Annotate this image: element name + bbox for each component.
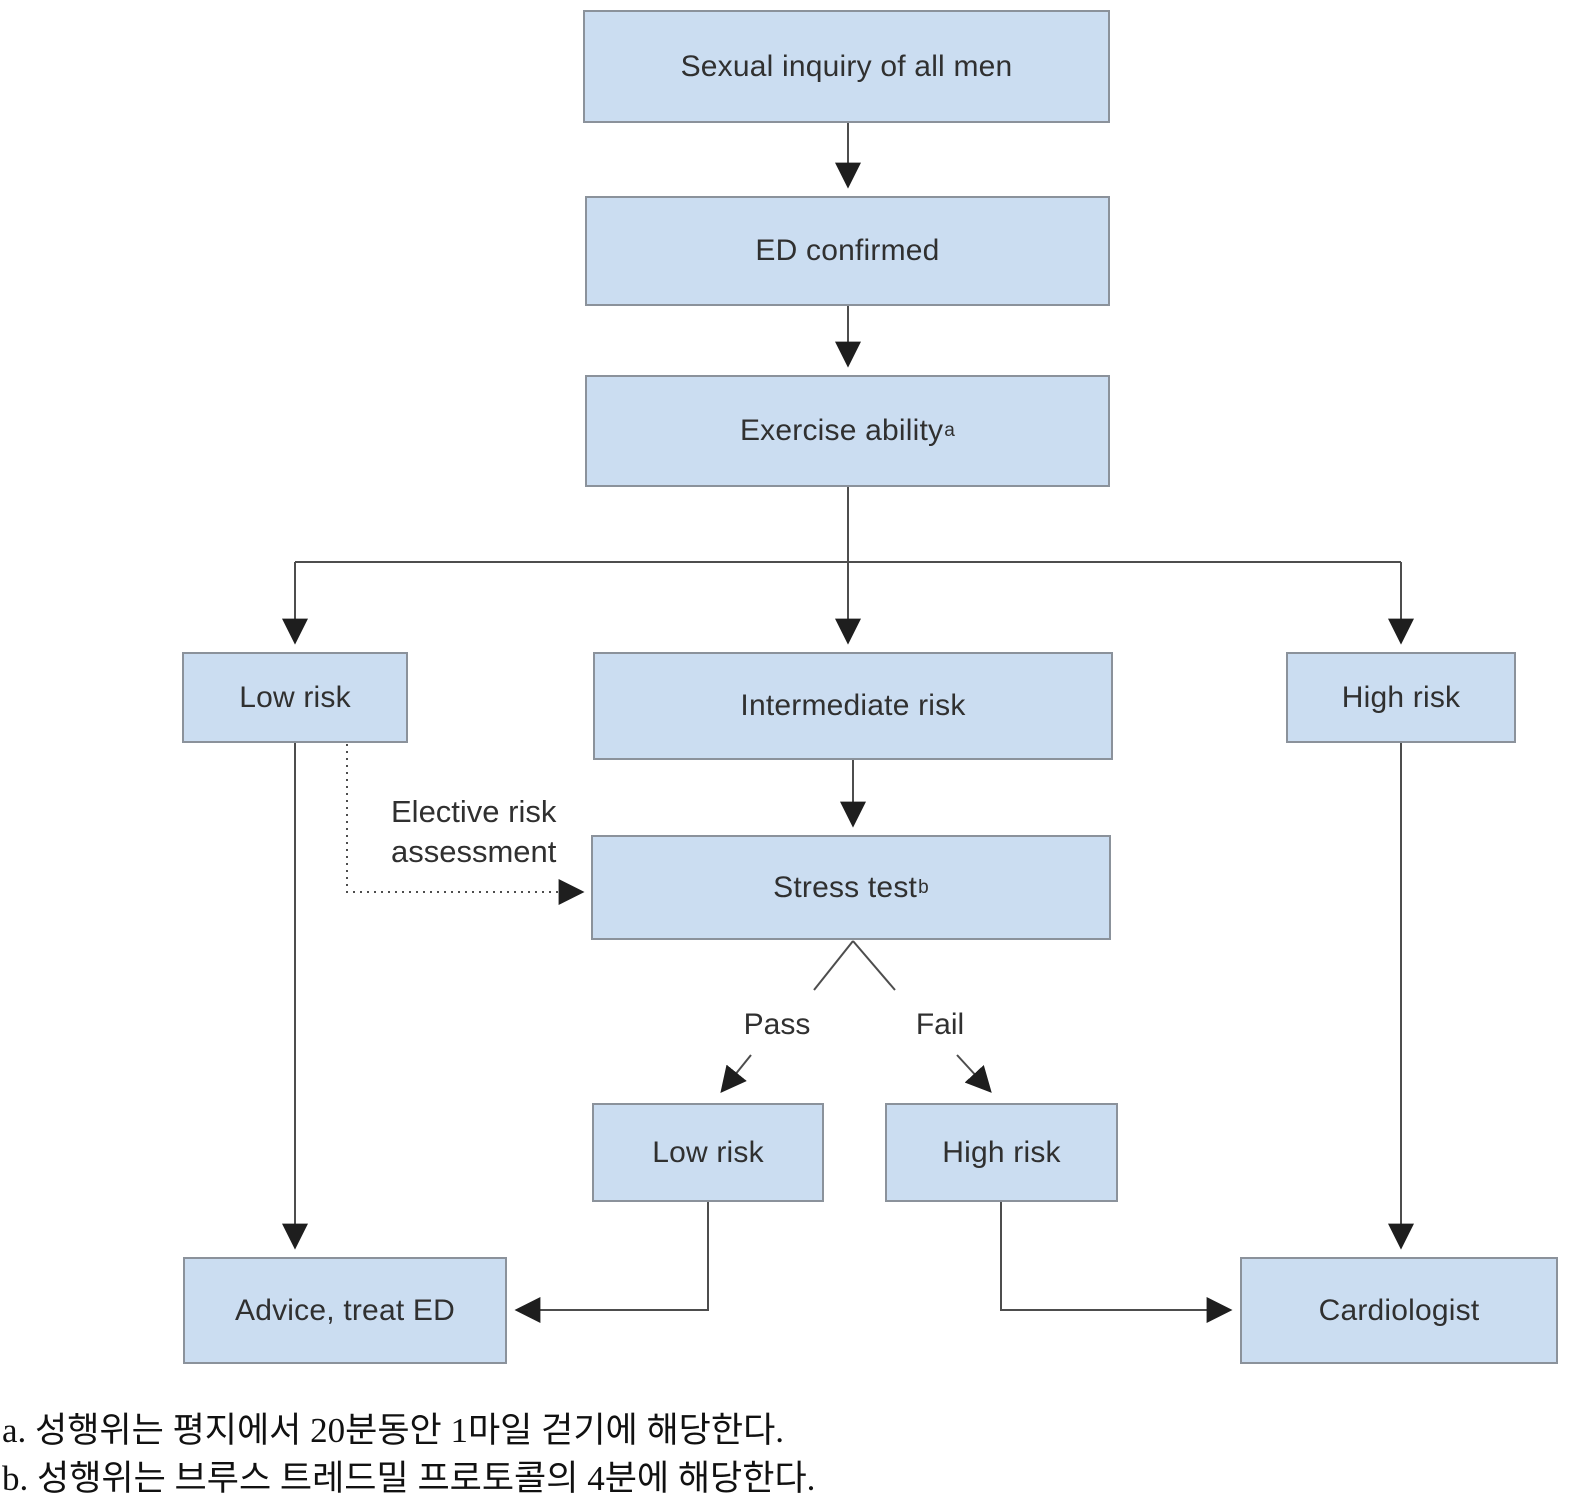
node-ed-confirmed: ED confirmed bbox=[585, 196, 1110, 306]
node-label: High risk bbox=[1341, 680, 1461, 714]
node-label: Exercise ability bbox=[739, 414, 944, 447]
edge-fail-to-highrisk bbox=[956, 1054, 992, 1093]
node-high-risk: High risk bbox=[1286, 652, 1516, 743]
edge-stress-split bbox=[813, 940, 896, 991]
edge-exercise-branch bbox=[282, 487, 1414, 645]
node-label: High risk bbox=[942, 1135, 1061, 1169]
node-label: Cardiologist bbox=[1318, 1293, 1480, 1327]
node-advice-treat-ed: Advice, treat ED bbox=[183, 1257, 507, 1364]
node-label: Intermediate risk bbox=[740, 689, 966, 722]
edge-lowrisk-pass-to-advice bbox=[514, 1202, 709, 1323]
node-label: Advice, treat ED bbox=[235, 1293, 455, 1327]
footnote-b: b. 성행위는 브루스 트레드밀 프로토콜의 4분에 해당한다. bbox=[2, 1459, 816, 1494]
elective-label-line1: Elective risk bbox=[391, 794, 557, 829]
node-label: Low risk bbox=[239, 680, 351, 714]
edge-pass-to-lowrisk bbox=[720, 1054, 752, 1094]
elective-label-line2: assessment bbox=[391, 834, 557, 869]
footnote-a: a. 성행위는 평지에서 20분동안 1마일 걷기에 해당한다. bbox=[2, 1411, 785, 1450]
edge-elective-dotted bbox=[346, 744, 585, 905]
edge-label-elective-risk-assessment: Elective risk assessment bbox=[391, 792, 556, 872]
node-high-risk-fail: High risk bbox=[885, 1103, 1118, 1202]
node-cardiologist: Cardiologist bbox=[1240, 1257, 1558, 1364]
node-low-risk: Low risk bbox=[182, 652, 408, 743]
edge-highrisk-fail-to-cardiologist bbox=[1000, 1202, 1233, 1323]
edge-label-pass: Pass bbox=[743, 1008, 811, 1041]
edge-label-fail: Fail bbox=[915, 1008, 965, 1041]
node-intermediate-risk: Intermediate risk bbox=[593, 652, 1113, 760]
node-label: Low risk bbox=[652, 1135, 764, 1169]
node-label: Stress test bbox=[773, 870, 918, 904]
node-label: ED confirmed bbox=[755, 234, 940, 267]
node-low-risk-pass: Low risk bbox=[592, 1103, 824, 1202]
node-sexual-inquiry: Sexual inquiry of all men bbox=[583, 10, 1110, 123]
node-label: Sexual inquiry of all men bbox=[680, 49, 1013, 83]
